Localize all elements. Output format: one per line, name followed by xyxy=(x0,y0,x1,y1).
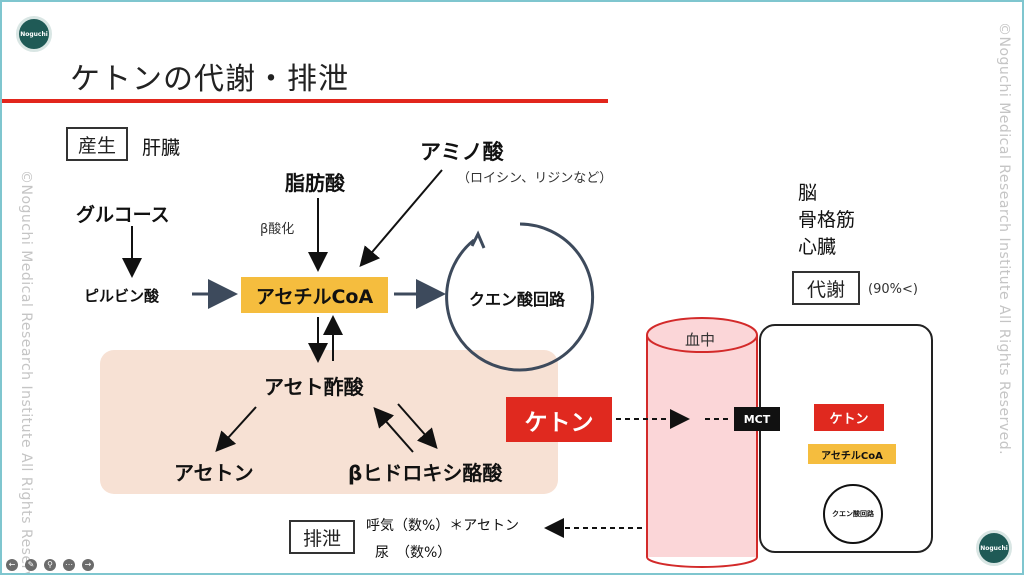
back-icon[interactable]: ← xyxy=(6,559,18,571)
logo-top-left: Noguchi xyxy=(16,16,52,52)
acetone-label: アセトン xyxy=(174,461,254,485)
forward-icon[interactable]: → xyxy=(82,559,94,571)
arrow-acetoacetate-acetone xyxy=(215,406,257,452)
tca-cycle-label: クエン酸回路 xyxy=(469,290,566,309)
organ-heart: 心臓 xyxy=(798,236,837,258)
production-label: 産生 xyxy=(66,127,128,161)
acetyl-coa-box: アセチルCoA xyxy=(241,277,388,313)
acetoacetate-label: アセト酢酸 xyxy=(264,375,364,399)
arrow-acetoacetate-bhb xyxy=(397,403,438,450)
excretion-urine: 尿 （数%） xyxy=(375,545,452,561)
liver-label: 肝臓 xyxy=(142,137,181,159)
ketone-box: ケトン xyxy=(506,397,612,442)
pen-icon[interactable]: ✎ xyxy=(25,559,37,571)
more-icon[interactable]: ⋯ xyxy=(63,559,75,571)
mct-transporter: MCT xyxy=(734,407,780,431)
amino-acid-examples: （ロイシン、リジンなど） xyxy=(457,171,613,186)
organ-skeletal-muscle: 骨格筋 xyxy=(798,209,856,231)
blood-vessel-cylinder xyxy=(646,317,758,568)
logo-bottom-right: Noguchi xyxy=(976,530,1012,566)
slide-title: ケトンの代謝・排泄 xyxy=(70,62,349,97)
arrow-amino-acoa xyxy=(359,169,443,268)
fatty-acid-label: 脂肪酸 xyxy=(285,171,345,195)
metabolism-label: 代謝 xyxy=(792,271,860,305)
tca-cycle-small: クエン酸回路 xyxy=(823,484,883,544)
blood-label: 血中 xyxy=(685,331,716,349)
ketone-small-box: ケトン xyxy=(814,404,884,431)
pyruvate-label: ピルビン酸 xyxy=(84,287,160,305)
presentation-toolbar: ← ✎ ⚲ ⋯ → xyxy=(6,559,94,571)
organ-list: 脳 骨格筋 心臓 xyxy=(798,180,855,261)
glucose-label: グルコース xyxy=(76,204,170,226)
ketone-body-area xyxy=(100,350,558,494)
amino-acid-label: アミノ酸 xyxy=(420,140,504,164)
acetyl-coa-small-box: アセチルCoA xyxy=(808,444,896,464)
excretion-label: 排泄 xyxy=(289,520,355,554)
beta-oxidation-label: β酸化 xyxy=(260,222,295,237)
excretion-breath: 呼気（数%）＊アセトン xyxy=(366,518,520,534)
tca-cycle-circle xyxy=(445,222,595,372)
metabolism-percent: (90%<) xyxy=(868,282,918,297)
bhb-label: βヒドロキシ酪酸 xyxy=(348,461,503,485)
arrow-bhb-acetoacetate xyxy=(373,406,414,453)
zoom-icon[interactable]: ⚲ xyxy=(44,559,56,571)
organ-brain: 脳 xyxy=(798,182,818,204)
title-underline xyxy=(2,99,608,103)
